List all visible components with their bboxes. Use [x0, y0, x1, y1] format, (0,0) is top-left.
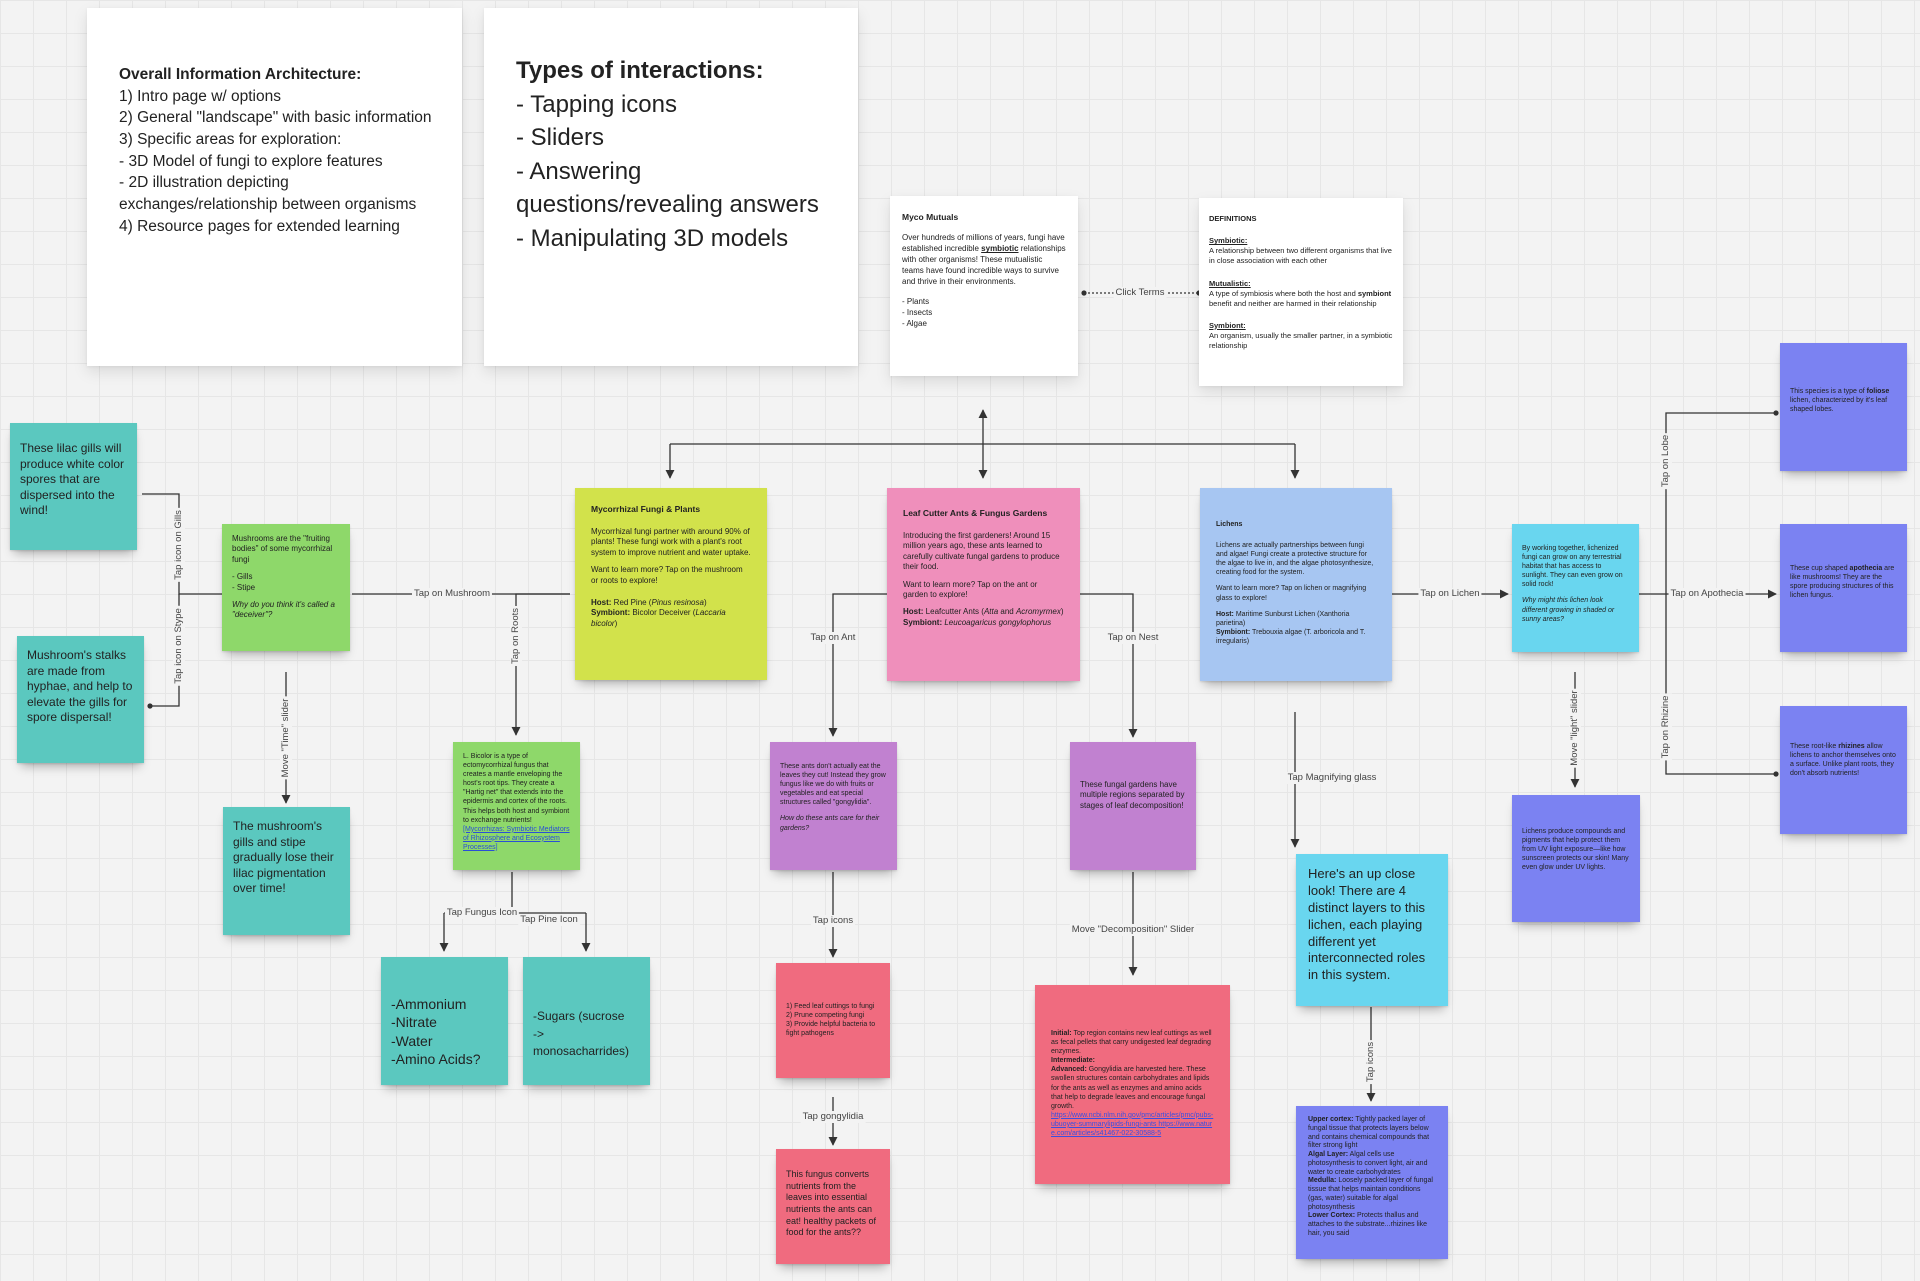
label-tap-icons-ant: Tap icons: [810, 915, 856, 927]
interactions-line: - Tapping icons: [516, 90, 677, 118]
info-architecture-line: - 2D illustration depicting exchanges/re…: [119, 174, 417, 214]
myco-mutuals-item: - Algae: [902, 319, 927, 329]
label-tap-pine-icon: Tap Pine Icon: [518, 914, 580, 926]
note-decomposition-stages[interactable]: Initial: Top region contains new leaf cu…: [1035, 985, 1230, 1184]
info-architecture-title: Overall Information Architecture:: [119, 66, 362, 83]
label-tap-fungus-icon: Tap Fungus Icon: [444, 907, 520, 919]
note-working-together[interactable]: By working together, lichenized fungi ca…: [1512, 524, 1639, 652]
note-lichen-layers[interactable]: Upper cortex: Tightly packed layer of fu…: [1296, 1106, 1448, 1259]
label-tap-gills: Tap icon on Gills: [173, 508, 185, 582]
label-tap-lobe: Tap on Lobe: [1660, 432, 1672, 490]
note-gongylidia[interactable]: This fungus converts nutrients from the …: [776, 1149, 890, 1264]
note-mycorrhizal-fungi[interactable]: Mycorrhizal Fungi & Plants Mycorrhizal f…: [575, 488, 767, 680]
note-nutrients-fungus[interactable]: -Ammonium -Nitrate -Water -Amino Acids?: [381, 957, 508, 1085]
myco-mutuals-card[interactable]: Myco Mutuals Over hundreds of millions o…: [890, 196, 1078, 376]
connector-tap-nest: [1080, 593, 1138, 738]
note-leafcutter-ants[interactable]: Leaf Cutter Ants & Fungus Gardens Introd…: [887, 488, 1080, 681]
info-architecture-line: 4) Resource pages for extended learning: [119, 217, 400, 235]
interactions-line: - Sliders: [516, 124, 605, 152]
interactions-card: Types of interactions: - Tapping icons -…: [484, 8, 858, 366]
note-fungal-gardens[interactable]: These fungal gardens have multiple regio…: [1070, 742, 1196, 870]
note-mushroom-stalks[interactable]: Mushroom's stalks are made from hyphae, …: [17, 636, 144, 763]
info-architecture-line: 1) Intro page w/ options: [119, 87, 281, 105]
info-architecture-line: 2) General "landscape" with basic inform…: [119, 109, 432, 127]
note-mushroom-time[interactable]: The mushroom's gills and stipe gradually…: [223, 807, 350, 935]
mycorrhizas-article-link[interactable]: [Mycorrhizas: Symbiotic Mediators of Rhi…: [463, 825, 570, 851]
label-tap-ant: Tap on Ant: [808, 632, 858, 644]
label-tap-magnifying: Tap Magnifying glass: [1285, 772, 1379, 784]
note-close-look[interactable]: Here's an up close look! There are 4 dis…: [1296, 854, 1448, 1006]
info-architecture-card: Overall Information Architecture: 1) Int…: [87, 8, 462, 366]
connector-tap-roots: [511, 593, 570, 736]
definition-text: A relationship between two different org…: [1209, 246, 1392, 266]
note-lichen-compounds[interactable]: Lichens produce compounds and pigments t…: [1512, 795, 1640, 922]
label-tap-roots: Tap on Roots: [510, 606, 522, 666]
label-tap-icons-lichen: Tap icons: [1365, 1039, 1377, 1085]
symbiotic-term-link[interactable]: symbiotic: [981, 244, 1019, 254]
decomposition-source-links[interactable]: https://www.ncbi.nlm.nih.gov/pmc/article…: [1051, 1111, 1214, 1138]
note-foliose-lobe[interactable]: This species is a type of foliose lichen…: [1780, 343, 1907, 471]
info-architecture-line: 3) Specific areas for exploration:: [119, 131, 342, 149]
info-architecture-line: - 3D Model of fungi to explore features: [119, 152, 383, 170]
myco-mutuals-item: - Insects: [902, 308, 933, 318]
note-nutrients-pine[interactable]: -Sugars (sucrose -> monosacharrides): [523, 957, 650, 1085]
connector-rhizine: [1665, 594, 1779, 777]
label-light-slider: Move "light" slider: [1569, 688, 1581, 768]
label-tap-gongylidia: Tap gongylidia: [800, 1111, 866, 1123]
definitions-title: DEFINITIONS: [1209, 214, 1257, 223]
note-rhizines[interactable]: These root-like rhizines allow lichens t…: [1780, 706, 1907, 834]
definition-term: Mutualistic:: [1209, 278, 1251, 288]
note-apothecia[interactable]: These cup shaped apothecia are like mush…: [1780, 524, 1907, 652]
myco-mutuals-body: Over hundreds of millions of years, fung…: [902, 233, 1066, 286]
note-ants-eat[interactable]: These ants don't actually eat the leaves…: [770, 742, 897, 870]
interactions-line: - Manipulating 3D models: [516, 224, 789, 252]
label-tap-stype: Tap icon on Stype: [173, 606, 185, 686]
definition-term: Symbiont:: [1209, 320, 1246, 330]
definition-text: A type of symbiosis where both the host …: [1209, 288, 1392, 308]
label-tap-apothecia: Tap on Apothecia: [1668, 588, 1746, 600]
interactions-title: Types of interactions:: [516, 57, 764, 84]
note-l-bicolor[interactable]: L. Bicolor is a type of ectomycorrhizal …: [453, 742, 580, 870]
definition-term: Symbiotic:: [1209, 236, 1248, 246]
interactions-line: - Answering questions/revealing answers: [516, 157, 819, 219]
label-time-slider: Move "Time" slider: [280, 696, 292, 780]
label-tap-mushroom: Tap on Mushroom: [411, 588, 493, 600]
note-ant-care[interactable]: 1) Feed leaf cuttings to fungi 2) Prune …: [776, 963, 890, 1078]
myco-mutuals-item: - Plants: [902, 297, 930, 307]
label-decomposition-slider: Move "Decomposition" Slider: [1069, 924, 1197, 936]
note-mushrooms-fruiting[interactable]: Mushrooms are the "fruiting bodies" of s…: [222, 524, 350, 651]
label-tap-rhizine: Tap on Rhizine: [1660, 693, 1672, 761]
note-lilac-gills[interactable]: These lilac gills will produce white col…: [10, 423, 137, 550]
label-tap-lichen: Tap on Lichen: [1418, 588, 1482, 600]
connector-lobe: [1665, 410, 1779, 594]
connector-tap-ant: [828, 593, 887, 737]
definition-text: An organism, usually the smaller partner…: [1209, 331, 1393, 351]
note-lichens[interactable]: Lichens Lichens are actually partnership…: [1200, 488, 1392, 681]
label-click-terms: Click Terms: [1113, 287, 1167, 299]
myco-mutuals-title: Myco Mutuals: [902, 212, 959, 222]
definitions-card: DEFINITIONS Symbiotic: A relationship be…: [1199, 198, 1403, 386]
label-tap-nest: Tap on Nest: [1105, 632, 1161, 644]
